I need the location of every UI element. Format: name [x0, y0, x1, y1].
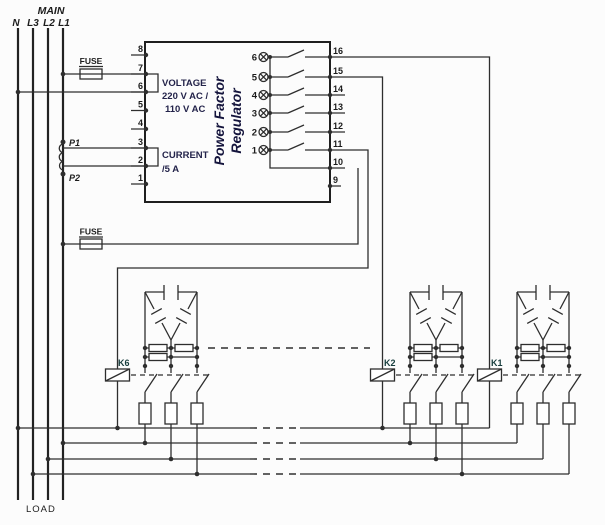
pin-label-8: 8: [138, 44, 143, 54]
current-label: CURRENT: [162, 150, 209, 161]
regulator-title-1: Power Factor: [211, 75, 227, 165]
power-factor-regulator: Power Factor Regulator 8 7 6 5 4 3 2 1 V…: [131, 41, 345, 203]
current-value: /5 A: [162, 164, 179, 175]
step-label-2: 2: [252, 128, 257, 139]
contactor-label-k2: K2: [384, 358, 396, 368]
fuse-bottom-label: FUSE: [80, 227, 103, 237]
ct-winding: [58, 143, 64, 171]
output-lamp-icon: [259, 91, 268, 99]
output-lamp-icon: [259, 146, 268, 154]
pin-label-9: 9: [333, 175, 338, 185]
left-pin-stubs: [131, 54, 146, 185]
relay-outputs: 6 5 4 3 2: [252, 49, 330, 169]
capacitor-bank-k1: [476, 284, 582, 475]
pin-label-12: 12: [333, 121, 343, 131]
voltage-fuse: FUSE: [60, 56, 146, 80]
bus-lines: [15, 425, 569, 477]
load-label: LOAD: [26, 504, 56, 515]
current-transformer: P1 P2: [58, 138, 146, 183]
regulator-title-2: Regulator: [228, 87, 244, 154]
step-label-6: 6: [252, 53, 257, 64]
output-lamp-icon: [259, 109, 268, 117]
pin-label-3: 3: [138, 137, 143, 147]
step-label-1: 1: [252, 146, 258, 157]
control-fuse-wire: [63, 168, 359, 245]
voltage-value-1: 220 V AC /: [162, 91, 208, 102]
relay-step-row: 3: [252, 105, 330, 120]
control-wiring: [116, 56, 491, 369]
pin-label-14: 14: [333, 84, 343, 94]
control-fuse: FUSE: [60, 168, 359, 250]
right-pin-stubs: [330, 56, 345, 187]
pin-label-6: 6: [138, 81, 143, 91]
pin-label-13: 13: [333, 102, 343, 112]
pin-label-16: 16: [333, 46, 343, 56]
pin16-to-k1-wire: [345, 56, 491, 369]
relay-step-row: 4: [252, 87, 330, 102]
phase-label-l2: L2: [43, 18, 55, 29]
fuse-top-label: FUSE: [80, 56, 103, 66]
phase-label-n: N: [12, 18, 20, 29]
fuse-symbol: [79, 238, 103, 250]
phase-label-l3: L3: [27, 18, 39, 29]
contactor-label-k6: K6: [118, 358, 130, 368]
ct-secondary-wires: [63, 147, 146, 167]
regulator-outline: [144, 41, 331, 203]
fuse-symbol: [79, 68, 103, 80]
main-label: MAIN: [38, 5, 65, 17]
step-label-4: 4: [252, 91, 258, 102]
voltage-value-2: 110 V AC: [165, 104, 205, 115]
current-bracket: [146, 147, 159, 167]
pin15-to-k2-wire: [345, 76, 384, 369]
output-lamp-icon: [259, 128, 268, 136]
pin-label-15: 15: [333, 66, 343, 76]
pin-label-2: 2: [138, 155, 143, 165]
pin-label-5: 5: [138, 100, 143, 110]
step-label-3: 3: [252, 109, 257, 120]
pin-label-4: 4: [138, 118, 143, 128]
pin-label-1: 1: [138, 173, 143, 183]
capacitor-bank-k6: [104, 284, 210, 475]
capacitor-bank-k2: [369, 284, 475, 475]
step-label-5: 5: [252, 73, 258, 84]
ct-p2-label: P2: [69, 173, 80, 183]
output-lamp-icon: [259, 73, 268, 81]
mains-feeders: MAIN N L3 L2 L1 LOAD: [12, 5, 70, 515]
relay-step-row: 1: [252, 142, 330, 157]
pin-label-7: 7: [138, 63, 143, 73]
pin-label-11: 11: [333, 139, 343, 149]
voltage-label: VOLTAGE: [162, 78, 207, 89]
relay-step-row: 2: [252, 124, 330, 139]
contactor-label-k1: K1: [491, 358, 503, 368]
pin-label-10: 10: [333, 157, 343, 167]
pin11-to-k6-wire: [116, 149, 369, 369]
output-lamp-icon: [259, 53, 268, 61]
relay-step-row: 5: [252, 69, 330, 84]
ct-p1-label: P1: [69, 138, 80, 148]
relay-step-row: 6: [252, 49, 330, 64]
voltage-bracket: [146, 73, 159, 93]
phase-label-l1: L1: [58, 18, 70, 29]
